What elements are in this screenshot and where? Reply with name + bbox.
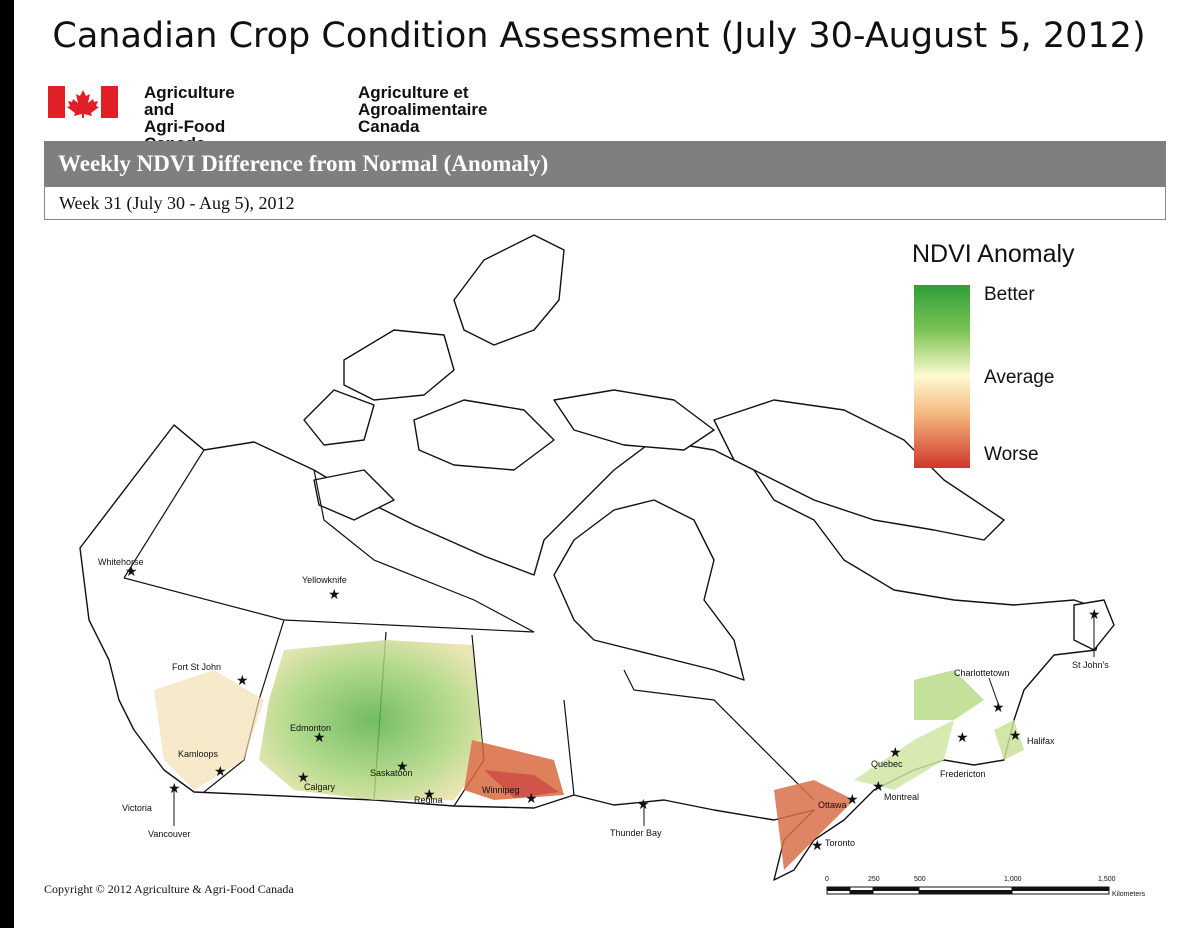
city-fort-st-john: Fort St John	[172, 662, 222, 672]
city-calgary: Calgary	[304, 782, 336, 792]
city-st-johns: St John's	[1072, 660, 1109, 670]
star-edmonton: ★	[313, 730, 326, 746]
scale-tick-0: 0	[825, 876, 829, 883]
city-ottawa: Ottawa	[818, 800, 847, 810]
star-fredericton: ★	[956, 730, 969, 746]
agency-english-line1: Agriculture and	[144, 83, 235, 119]
star-ottawa: ★	[846, 792, 859, 808]
city-edmonton: Edmonton	[290, 723, 332, 733]
city-thunder-bay: Thunder Bay	[610, 828, 662, 838]
arctic-island-4	[413, 399, 555, 471]
arctic-island-5	[553, 389, 715, 451]
city-winnipeg: Winnipeg	[482, 785, 520, 795]
star-fort-st-john: ★	[236, 673, 249, 689]
city-yellowknife: Yellowknife	[302, 575, 347, 585]
city-fredericton: Fredericton	[940, 769, 986, 779]
border-nwt-nu	[313, 469, 535, 633]
star-winnipeg: ★	[525, 791, 538, 807]
star-kamloops: ★	[214, 764, 227, 780]
border-on-qc	[623, 669, 815, 801]
scale-bar	[826, 886, 1110, 895]
legend-label-better: Better	[984, 284, 1035, 305]
star-yellowknife: ★	[328, 587, 341, 603]
agency-french-line1: Agriculture et	[358, 83, 469, 102]
city-toronto: Toronto	[825, 838, 856, 848]
star-vancouver: ★	[168, 781, 181, 797]
city-halifax: Halifax	[1027, 736, 1055, 746]
star-toronto: ★	[811, 838, 824, 854]
legend-label-worse: Worse	[984, 444, 1039, 465]
map-header: Weekly NDVI Difference from Normal (Anom…	[44, 141, 1166, 187]
scale-tick-1000: 1,000	[1004, 876, 1022, 883]
legend-title: NDVI Anomaly	[912, 240, 1075, 268]
slide-title: Canadian Crop Condition Assessment (July…	[52, 16, 1146, 56]
star-whitehorse: ★	[125, 564, 138, 580]
city-charlottetown: Charlottetown	[954, 668, 1010, 678]
legend-label-average: Average	[984, 367, 1055, 388]
star-calgary: ★	[297, 770, 310, 786]
star-quebec: ★	[889, 745, 902, 761]
hudson-bay	[553, 499, 745, 681]
star-thunder-bay: ★	[637, 797, 650, 813]
star-montreal: ★	[872, 779, 885, 795]
star-halifax: ★	[1009, 728, 1022, 744]
scale-unit: Kilometers	[1112, 891, 1146, 898]
agency-name-french: Agriculture et Agroalimentaire Canada	[358, 84, 487, 135]
city-kamloops: Kamloops	[178, 749, 219, 759]
scale-tick-500: 500	[914, 876, 926, 883]
city-vancouver: Vancouver	[148, 829, 191, 839]
city-montreal: Montreal	[884, 792, 920, 802]
scale-tick-1500: 1,500	[1098, 876, 1116, 883]
city-regina: Regina	[414, 795, 443, 805]
city-victoria: Victoria	[122, 803, 152, 813]
canada-flag-icon	[48, 86, 118, 118]
city-whitehorse: Whitehorse	[98, 557, 144, 567]
border-mb-on	[563, 699, 575, 796]
slide: Canadian Crop Condition Assessment (July…	[14, 0, 1184, 928]
arctic-island-3	[303, 389, 375, 446]
canada-map: ★ ★ ★ ★ ★ ★ ★ ★ ★ ★ ★ ★ ★ ★ ★ ★ ★ ★ ★	[79, 234, 1115, 895]
agency-french-line2: Agroalimentaire Canada	[358, 100, 488, 136]
copyright: Copyright © 2012 Agriculture & Agri-Food…	[44, 882, 294, 896]
city-saskatoon: Saskatoon	[370, 768, 413, 778]
star-saskatoon: ★	[396, 759, 409, 775]
arctic-island-1	[453, 234, 565, 346]
scale-tick-250: 250	[868, 876, 880, 883]
legend-color-ramp	[914, 285, 970, 468]
arctic-island-6	[313, 469, 395, 521]
star-charlottetown: ★	[992, 700, 1005, 716]
city-quebec: Quebec	[871, 759, 903, 769]
baffin-island	[713, 399, 1005, 541]
star-regina: ★	[423, 787, 436, 803]
week-label: Week 31 (July 30 - Aug 5), 2012	[44, 187, 1166, 220]
border-yukon-nwt	[123, 424, 205, 579]
crop-anomaly-overlay	[154, 640, 1024, 870]
arctic-island-2	[343, 329, 455, 401]
